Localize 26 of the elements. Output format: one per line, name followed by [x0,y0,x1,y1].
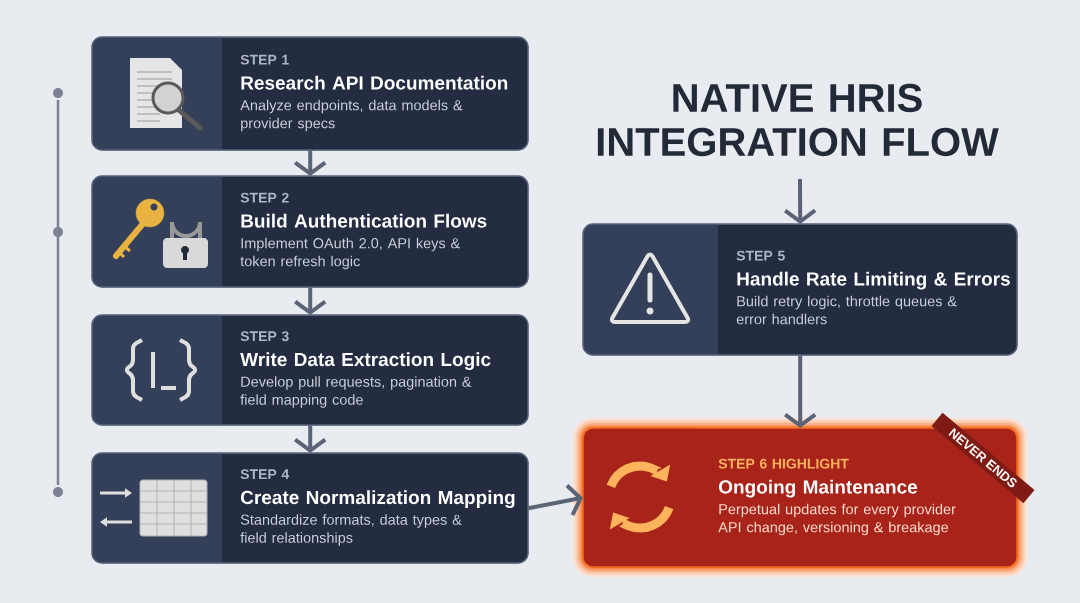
step-title: Ongoing Maintenance [719,479,918,498]
title: NATIVE HRIS INTEGRATION FLOW [597,83,999,157]
step-title: Write Data Extraction Logic [240,352,491,370]
step-card [91,175,529,288]
step-card [582,223,1018,356]
step-description: Build retry logic, throttle queues & error handlers [736,295,957,325]
step-card [91,452,529,564]
step-card [91,314,529,426]
chevron-arrow [784,355,817,428]
step-title: Research API Documentation [241,75,508,90]
step-label: STEP 3 [240,331,289,342]
step-description: Implement OAuth 2.0, API keys & token refresh logic [240,237,460,270]
step-title: Build Authentication Flows [241,213,487,228]
step-description: Develop pull requests, pagination & field mapping code [240,376,472,408]
step-description: Standardize formats, data types & field relationships [240,514,462,546]
step-label: STEP 2 [240,192,289,203]
step-card [91,36,529,151]
step-description: Perpetual updates for every provider API change, versioning & breakage [718,503,956,536]
step-label: STEP 5 [736,250,785,261]
step-description: Analyze endpoints, data models & provider specs [240,99,463,132]
step-label: STEP 6 HIGHLIGHT [718,458,849,469]
step-card [573,412,1035,577]
step-label: STEP 4 [240,469,290,480]
step-label: STEP 1 [240,54,289,65]
step-title: Handle Rate Limiting & Errors [737,271,1010,290]
step-title: Create Normalization Mapping [241,490,515,508]
